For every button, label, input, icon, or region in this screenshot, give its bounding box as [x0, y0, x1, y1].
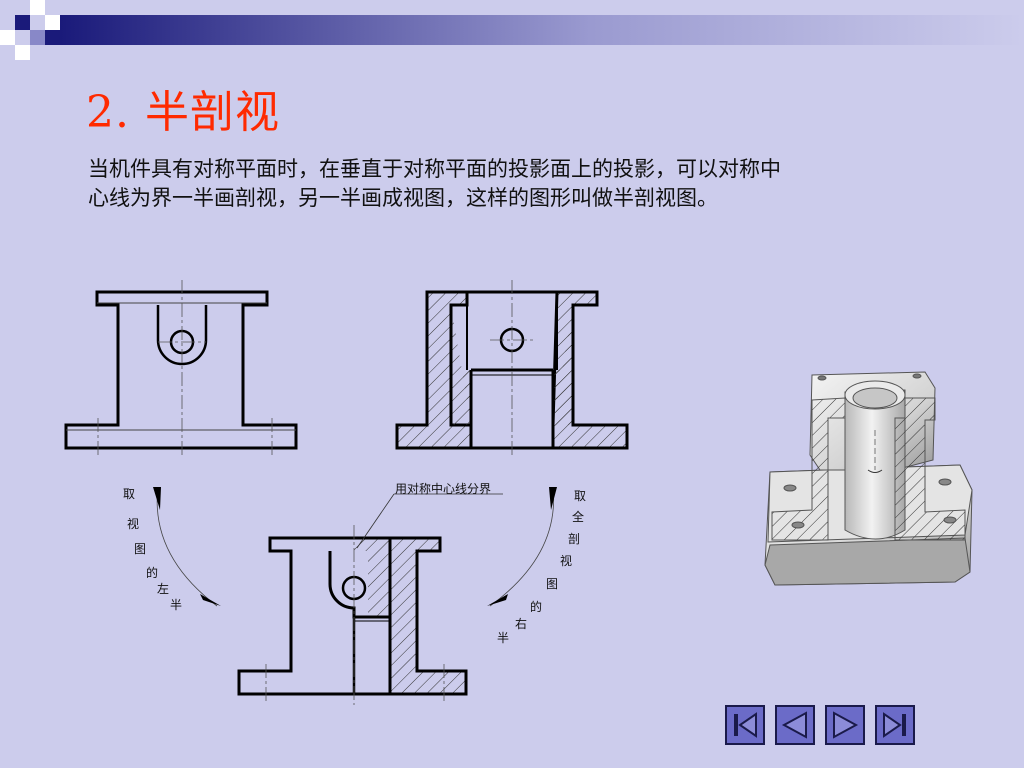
left-arc-char: 视 [127, 517, 140, 531]
left-arc-arrow [153, 486, 221, 607]
previous-slide-button[interactable] [775, 705, 815, 745]
left-arc-char: 的 [146, 566, 159, 580]
last-slide-button[interactable] [875, 705, 915, 745]
corner-decoration [0, 0, 1024, 60]
right-arc-char: 剖 [568, 532, 581, 546]
right-arc-char: 图 [546, 577, 559, 591]
slide-title: 2. 半剖视 [86, 87, 280, 138]
next-slide-button[interactable] [825, 705, 865, 745]
right-arc-char: 右 [515, 617, 528, 631]
left-arc-char: 图 [134, 542, 147, 556]
right-arc-char: 视 [560, 554, 573, 568]
isometric-model [764, 371, 973, 586]
left-arc-char: 取 [123, 487, 136, 501]
callout-label: 用对称中心线分界 [395, 482, 492, 496]
half-section-drawing [237, 525, 468, 705]
right-arc-char: 取 [574, 489, 587, 503]
callout-leader [356, 493, 503, 549]
skip-last-icon [883, 712, 906, 738]
slide-paragraph: 当机件具有对称平面时，在垂直于对称平面的投影面上的投影，可以对称中 心线为界一半… [88, 155, 948, 213]
left-arc-char: 半 [170, 598, 183, 612]
full-section-drawing [395, 280, 629, 458]
right-arc-arrow [487, 486, 557, 607]
skip-first-icon [734, 712, 757, 738]
triangle-right-icon [833, 711, 859, 739]
paragraph-line: 当机件具有对称平面时，在垂直于对称平面的投影面上的投影，可以对称中 [88, 157, 781, 181]
paragraph-line: 心线为界一半画剖视，另一半画成视图，这样的图形叫做半剖视图。 [88, 186, 718, 210]
triangle-left-icon [781, 711, 807, 739]
left-arc-char: 左 [157, 582, 170, 596]
first-slide-button[interactable] [725, 705, 765, 745]
right-arc-char: 全 [572, 510, 585, 524]
right-arc-char: 的 [530, 600, 543, 614]
external-view-drawing [64, 280, 298, 458]
right-arc-char: 半 [497, 631, 510, 645]
